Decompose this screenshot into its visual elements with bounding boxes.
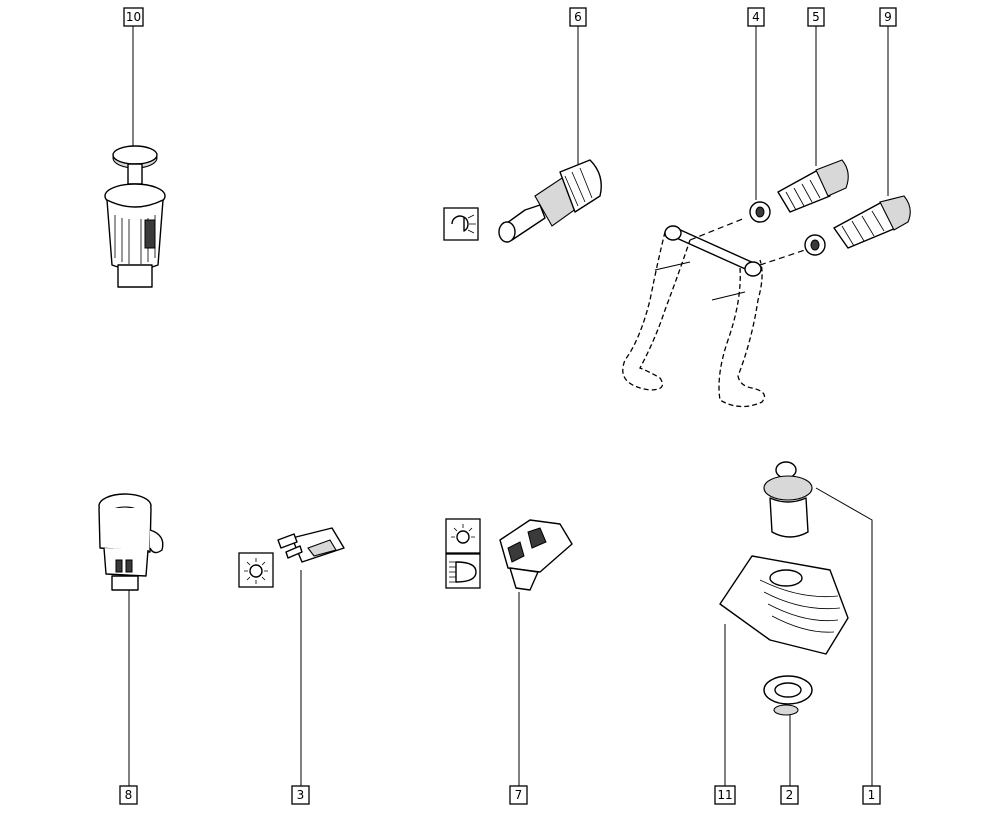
part-9-switch xyxy=(833,26,911,249)
part-5-switch xyxy=(777,26,849,213)
svg-text:2: 2 xyxy=(786,788,794,802)
reverse-light-icon xyxy=(443,207,479,241)
part-11-gaiter xyxy=(719,555,849,786)
part-1-switch xyxy=(763,461,873,786)
label-7: 7 xyxy=(509,785,528,805)
interior-light-icon xyxy=(238,552,274,588)
svg-text:1: 1 xyxy=(868,788,876,802)
headlamp-icon xyxy=(445,553,481,589)
part-7-switch xyxy=(445,518,573,786)
label-2: 2 xyxy=(780,785,799,805)
label-5: 5 xyxy=(807,7,825,27)
label-11: 11 xyxy=(714,785,736,805)
part-6-reverse-switch xyxy=(443,26,602,243)
pedal-assembly xyxy=(622,217,806,408)
svg-text:4: 4 xyxy=(752,10,760,24)
part-3-switch xyxy=(238,527,345,786)
svg-text:3: 3 xyxy=(297,788,305,802)
svg-text:9: 9 xyxy=(884,10,892,24)
svg-text:11: 11 xyxy=(717,788,732,802)
svg-text:6: 6 xyxy=(574,10,582,24)
label-9: 9 xyxy=(879,7,897,27)
part-4-clip xyxy=(749,26,826,256)
label-6: 6 xyxy=(569,7,587,27)
svg-text:7: 7 xyxy=(515,788,523,802)
part-10-door-switch xyxy=(104,26,166,288)
label-3: 3 xyxy=(291,785,310,805)
interior-light-icon xyxy=(445,518,481,554)
part-8-switch xyxy=(98,493,164,786)
svg-text:8: 8 xyxy=(125,788,133,802)
svg-text:5: 5 xyxy=(812,10,820,24)
part-2-ring xyxy=(763,675,813,786)
label-8: 8 xyxy=(119,785,138,805)
label-4: 4 xyxy=(747,7,765,27)
label-1: 1 xyxy=(862,785,881,805)
label-10: 10 xyxy=(123,7,144,27)
svg-text:10: 10 xyxy=(126,10,141,24)
